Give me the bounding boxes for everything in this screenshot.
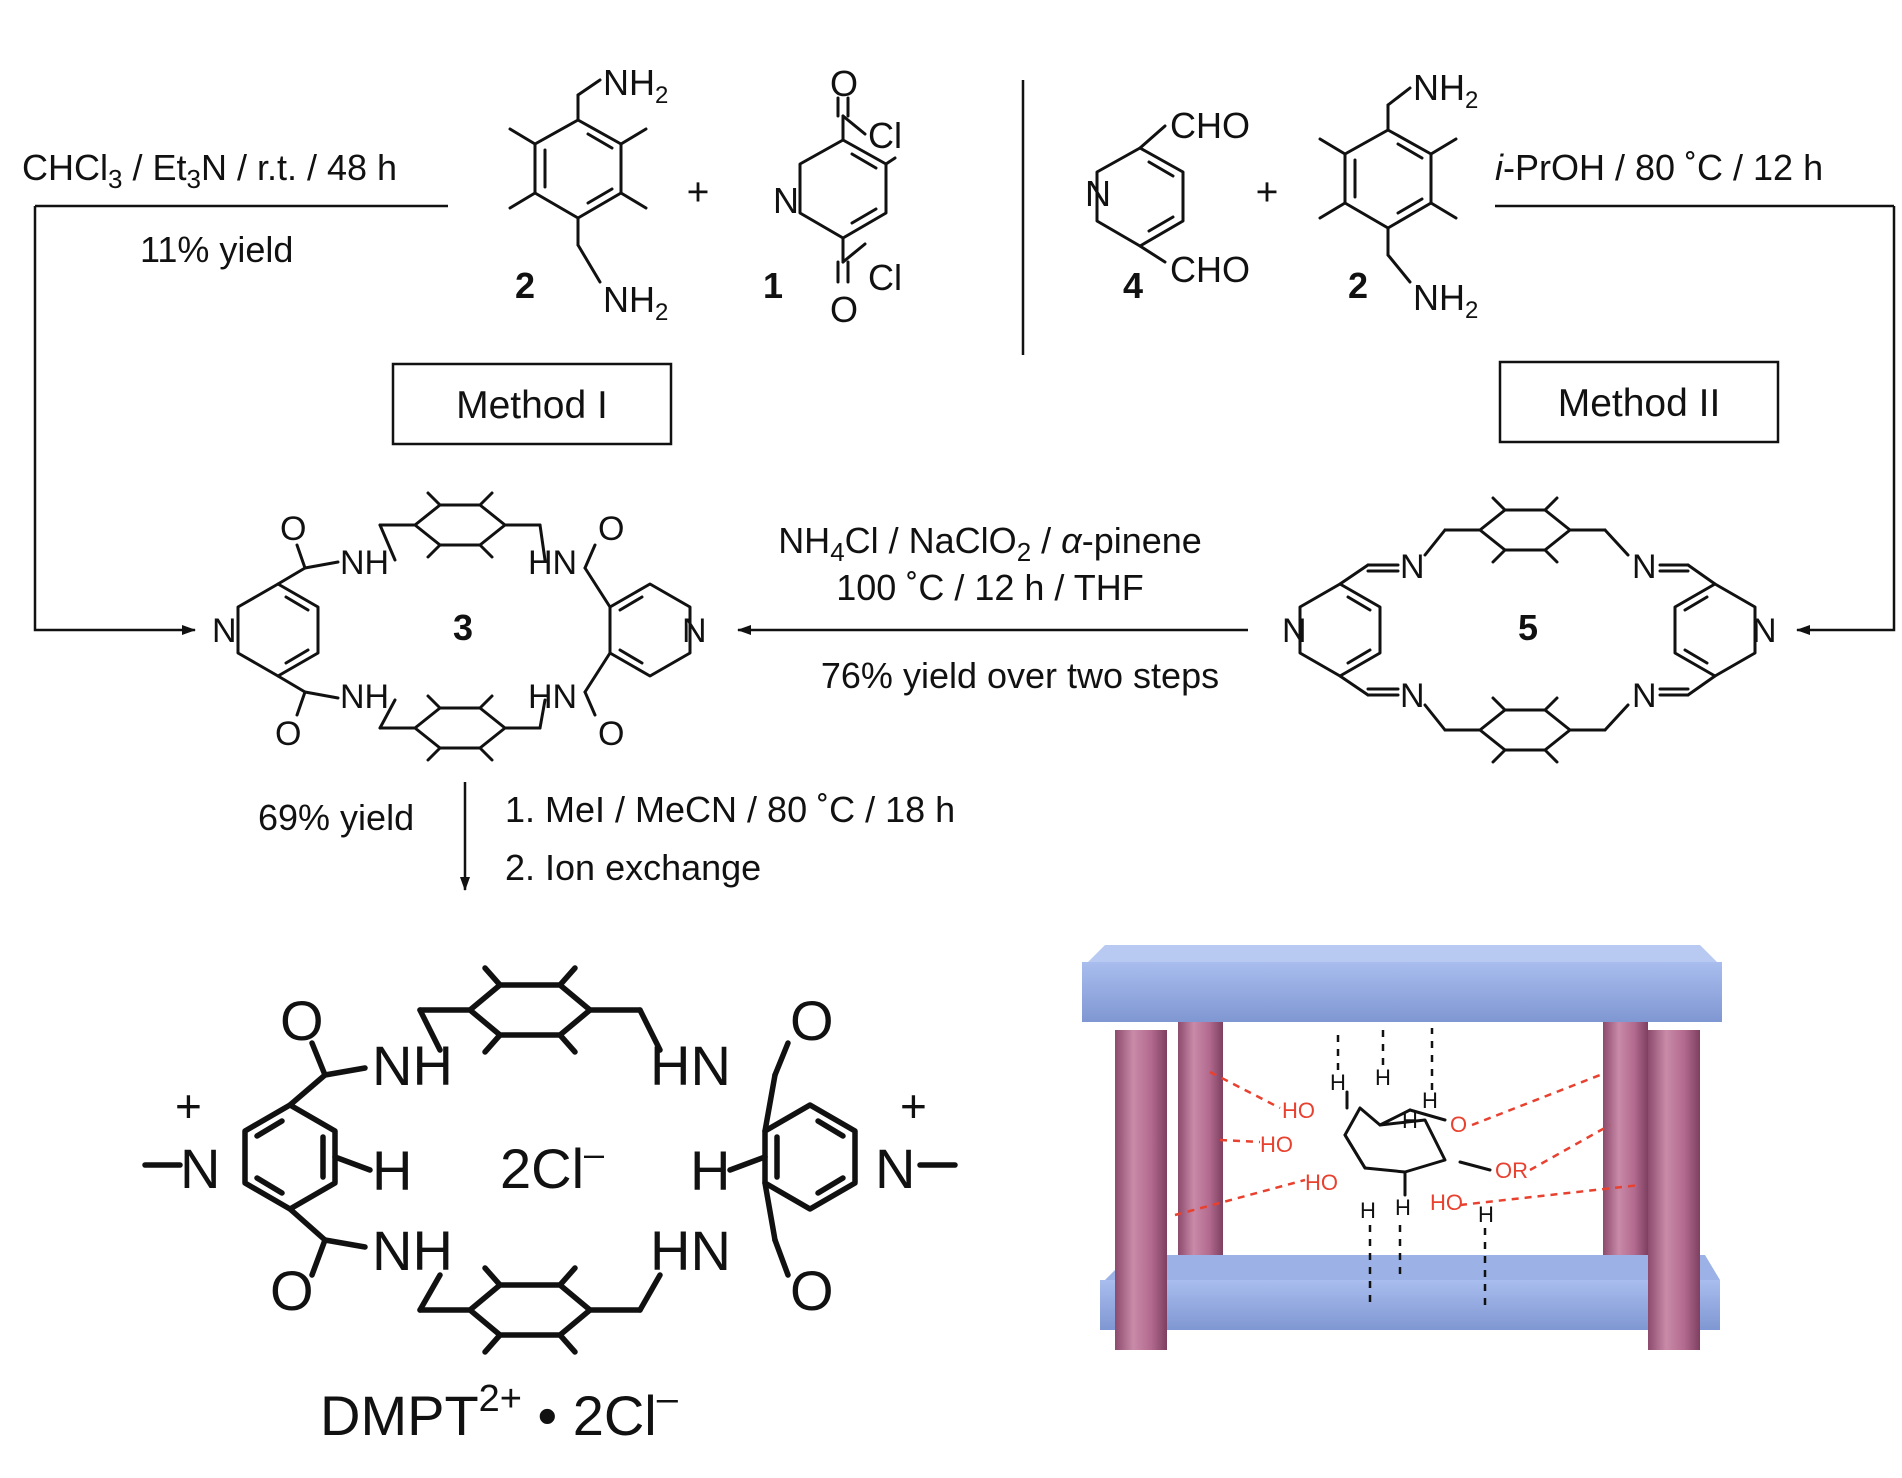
oxidation-reagents: NH4Cl / NaClO2 / α-pinene [778, 520, 1202, 567]
method1-box [391, 362, 673, 446]
method1-conditions: CHCl3 / Et3N / r.t. / 48 h [22, 147, 397, 194]
svg-text:Cl: Cl [868, 115, 902, 156]
svg-text:N: N [1400, 677, 1425, 715]
svg-text:O: O [598, 510, 624, 548]
svg-text:O: O [1450, 1112, 1467, 1137]
compound-label-1: 1 [763, 265, 783, 306]
svg-text:O: O [598, 715, 624, 753]
svg-text:O: O [830, 63, 858, 104]
oxidation-conditions: 100 ˚C / 12 h / THF [836, 567, 1143, 608]
svg-text:O: O [280, 989, 324, 1052]
svg-text:O: O [270, 1259, 314, 1322]
svg-text:N: N [1632, 677, 1657, 715]
oxidation-yield: 76% yield over two steps [821, 655, 1219, 696]
svg-text:N: N [773, 180, 799, 221]
svg-text:+: + [900, 1080, 927, 1132]
compound-label-5: 5 [1518, 607, 1538, 648]
plus-sign-left: + [687, 171, 710, 214]
compound-label-2-right: 2 [1348, 265, 1368, 306]
svg-text:N: N [1400, 548, 1425, 586]
svg-text:NH2: NH2 [1413, 67, 1478, 114]
method1-label: Method I [456, 384, 608, 427]
svg-text:OR: OR [1495, 1158, 1528, 1183]
svg-text:NH: NH [372, 1219, 453, 1282]
compound-label-4: 4 [1123, 265, 1143, 306]
method2-conditions: i-PrOH / 80 ˚C / 12 h [1495, 147, 1823, 188]
pillar-front-left [1115, 1030, 1167, 1350]
methylation-yield: 69% yield [258, 797, 414, 838]
platform-bottom [1100, 1280, 1720, 1330]
svg-text:H: H [372, 1139, 412, 1202]
compound-label-3: 3 [453, 607, 473, 648]
svg-text:NH2: NH2 [603, 279, 668, 326]
hbond-1 [1209, 1070, 1281, 1110]
svg-text:HO: HO [1305, 1170, 1338, 1195]
svg-text:N: N [180, 1137, 220, 1200]
svg-text:O: O [275, 715, 301, 753]
compound-5-imine-macrocycle: N N N N N N [1282, 496, 1777, 764]
svg-text:H: H [1395, 1195, 1411, 1220]
platform-top-top [1085, 945, 1720, 965]
svg-text:H: H [1330, 1070, 1346, 1095]
svg-text:NH: NH [340, 678, 389, 716]
svg-text:+: + [175, 1080, 202, 1132]
platform-top [1082, 962, 1722, 1022]
inner-anion-label: 2Cl– [500, 1133, 604, 1200]
svg-text:HN: HN [528, 544, 577, 582]
methylation-step2: 2. Ion exchange [505, 847, 761, 888]
svg-text:H: H [1402, 1108, 1418, 1133]
compound-1-diacid-chloride: N O O Cl Cl [773, 63, 902, 330]
pillar-front-right [1648, 1030, 1700, 1350]
svg-text:N: N [1282, 612, 1307, 650]
method1-arrow [33, 206, 196, 635]
svg-text:H: H [1375, 1065, 1391, 1090]
compound-2-diamine-left: NH2 NH2 [508, 62, 668, 326]
svg-text:H: H [1360, 1198, 1376, 1223]
compound-2-diamine-right: NH2 NH2 [1318, 67, 1478, 324]
pillar-back-left [1178, 1020, 1223, 1275]
dmpt-structure: N + O O NH NH H N + O O HN HN H [142, 965, 958, 1355]
svg-text:HN: HN [650, 1034, 731, 1097]
svg-text:HO: HO [1260, 1132, 1293, 1157]
svg-text:N: N [875, 1137, 915, 1200]
svg-text:NH: NH [372, 1034, 453, 1097]
svg-text:NH2: NH2 [1413, 277, 1478, 324]
compound-3-macrocycle: N O O NH NH N O O HN HN [212, 491, 707, 762]
svg-text:H: H [690, 1139, 730, 1202]
method2-box [1498, 360, 1780, 444]
method2-arrow [1796, 206, 1896, 635]
methylation-step1: 1. MeI / MeCN / 80 ˚C / 18 h [505, 789, 955, 830]
compound-label-2: 2 [515, 265, 535, 306]
binding-model: H H H H H H H HO HO HO HO O OR [1082, 945, 1722, 1350]
svg-text:CHO: CHO [1170, 249, 1250, 290]
svg-text:O: O [830, 289, 858, 330]
svg-text:N: N [1085, 173, 1111, 214]
svg-text:N: N [212, 612, 237, 650]
svg-text:O: O [280, 510, 306, 548]
svg-text:N: N [682, 612, 707, 650]
svg-text:HN: HN [528, 678, 577, 716]
svg-text:O: O [790, 989, 834, 1052]
svg-text:H: H [1478, 1202, 1494, 1227]
svg-text:NH2: NH2 [603, 62, 668, 109]
method2-label: Method II [1558, 382, 1721, 425]
svg-text:CHO: CHO [1170, 105, 1250, 146]
svg-text:HO: HO [1430, 1190, 1463, 1215]
pillar-back-right [1603, 1020, 1648, 1275]
platform-bottom-top [1105, 1255, 1720, 1280]
svg-text:HN: HN [650, 1219, 731, 1282]
svg-text:O: O [790, 1259, 834, 1322]
product-name: DMPT2+ • 2Cl– [320, 1378, 679, 1447]
svg-text:NH: NH [340, 544, 389, 582]
svg-text:H: H [1422, 1088, 1438, 1113]
compound-4-dialdehyde: N CHO CHO [1085, 105, 1250, 290]
plus-sign-right: + [1256, 171, 1279, 214]
svg-text:N: N [1752, 612, 1777, 650]
svg-text:Cl: Cl [868, 257, 902, 298]
svg-text:N: N [1632, 548, 1657, 586]
method1-yield: 11% yield [140, 229, 293, 270]
svg-text:HO: HO [1282, 1098, 1315, 1123]
